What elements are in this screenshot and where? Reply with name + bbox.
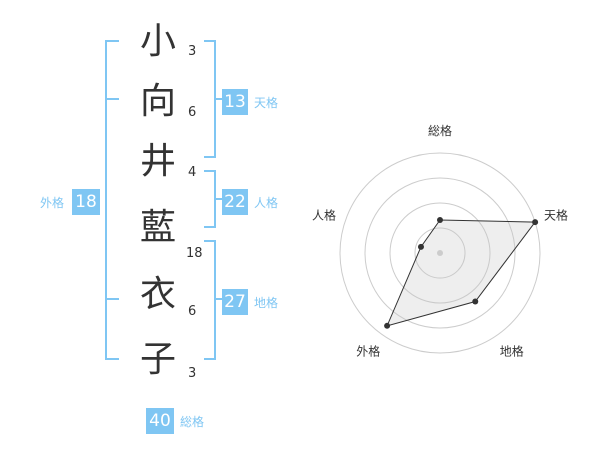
gaikaku-bracket	[105, 40, 119, 360]
tenkaku-bracket-tick	[214, 98, 222, 100]
radar-point-1	[437, 217, 443, 223]
radar-point-3	[472, 298, 479, 305]
jinkaku-bracket-tick	[214, 198, 222, 200]
name-char-1: 小	[139, 21, 176, 62]
chikaku-bracket	[204, 240, 216, 360]
stroke-count-1: 3	[188, 44, 197, 59]
radar-axis-label-1: 総格	[428, 123, 452, 138]
chikaku-badge: 27	[222, 289, 248, 315]
tenkaku-label: 天格	[254, 96, 279, 110]
soukaku-label: 総格	[180, 415, 205, 429]
stroke-count-4: 18	[186, 246, 203, 261]
gaikaku-bracket-tick	[105, 298, 119, 300]
jinkaku-label: 人格	[254, 196, 279, 210]
name-char-6: 子	[139, 339, 176, 380]
gaikaku-label: 外格	[40, 196, 65, 210]
name-char-3: 井	[139, 141, 176, 182]
name-char-4: 藍	[139, 207, 176, 248]
jinkaku-badge: 22	[222, 189, 248, 215]
radar-axis-label-2: 天格	[544, 207, 568, 222]
stroke-count-3: 4	[188, 165, 197, 180]
gaikaku-badge: 18	[72, 189, 100, 215]
soukaku-badge: 40	[146, 408, 174, 434]
radar-point-4	[384, 322, 391, 329]
chikaku-label: 地格	[254, 296, 279, 310]
name-char-2: 向	[139, 81, 176, 122]
radar-center	[437, 250, 443, 256]
radar-point-2	[532, 219, 539, 226]
stroke-count-2: 6	[188, 105, 197, 120]
stroke-count-5: 6	[188, 304, 197, 319]
tenkaku-badge: 13	[222, 89, 248, 115]
radar-axis-label-3: 地格	[500, 344, 524, 359]
radar-axis-label-4: 外格	[356, 344, 380, 359]
radar-area	[386, 219, 537, 327]
gaikaku-bracket-tick	[105, 98, 119, 100]
chikaku-bracket-tick	[214, 298, 222, 300]
radar-axis-label-5: 人格	[312, 207, 336, 222]
stroke-count-6: 3	[188, 366, 197, 381]
radar-point-5	[417, 243, 424, 250]
name-char-5: 衣	[139, 274, 176, 315]
